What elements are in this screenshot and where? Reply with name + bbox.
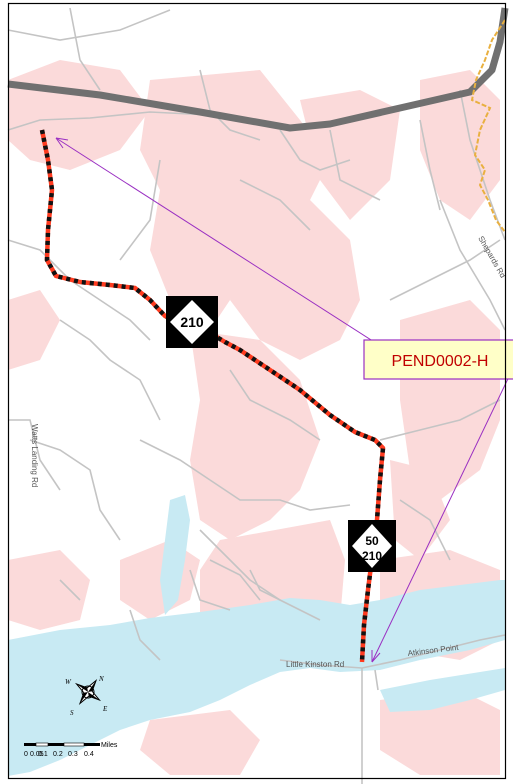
callout-arrows [55,137,513,663]
highway [7,7,509,132]
boundary-line [470,19,506,233]
svg-text:50: 50 [365,534,379,548]
map-frame [7,2,507,780]
road-label-little-kinston: Little Kinston Rd [286,660,344,669]
scale-bar: Miles 0 0.05 0.1 0.2 0.3 0.4 [24,742,118,758]
scale-tick-0: 0 [24,751,28,758]
compass-s: S [70,709,74,717]
minor-roads [7,7,506,784]
route-shield-210: 210 [166,296,218,348]
featured-route [39,129,386,663]
svg-text:210: 210 [180,314,204,330]
scale-tick-5: 0.4 [84,751,94,758]
compass-n: N [98,675,104,683]
scale-unit: Miles [101,742,118,749]
compass-icon [74,678,102,706]
scale-tick-1: 0.05 [30,751,44,758]
scale-tick-4: 0.3 [68,751,78,758]
svg-text:210: 210 [362,549,382,563]
callout-label-box[interactable]: PEND0002-H [363,339,513,380]
route-shield-50-210: 50 210 [348,520,396,572]
scale-tick-3: 0.2 [53,751,63,758]
compass-e: E [102,705,108,713]
water-bodies [8,495,505,776]
callout-label: PEND0002-H [392,353,489,370]
scale-tick-2: 0.1 [38,751,48,758]
road-label-watts-landing: Watts Landing Rd [30,424,39,487]
compass-w: W [65,678,72,686]
